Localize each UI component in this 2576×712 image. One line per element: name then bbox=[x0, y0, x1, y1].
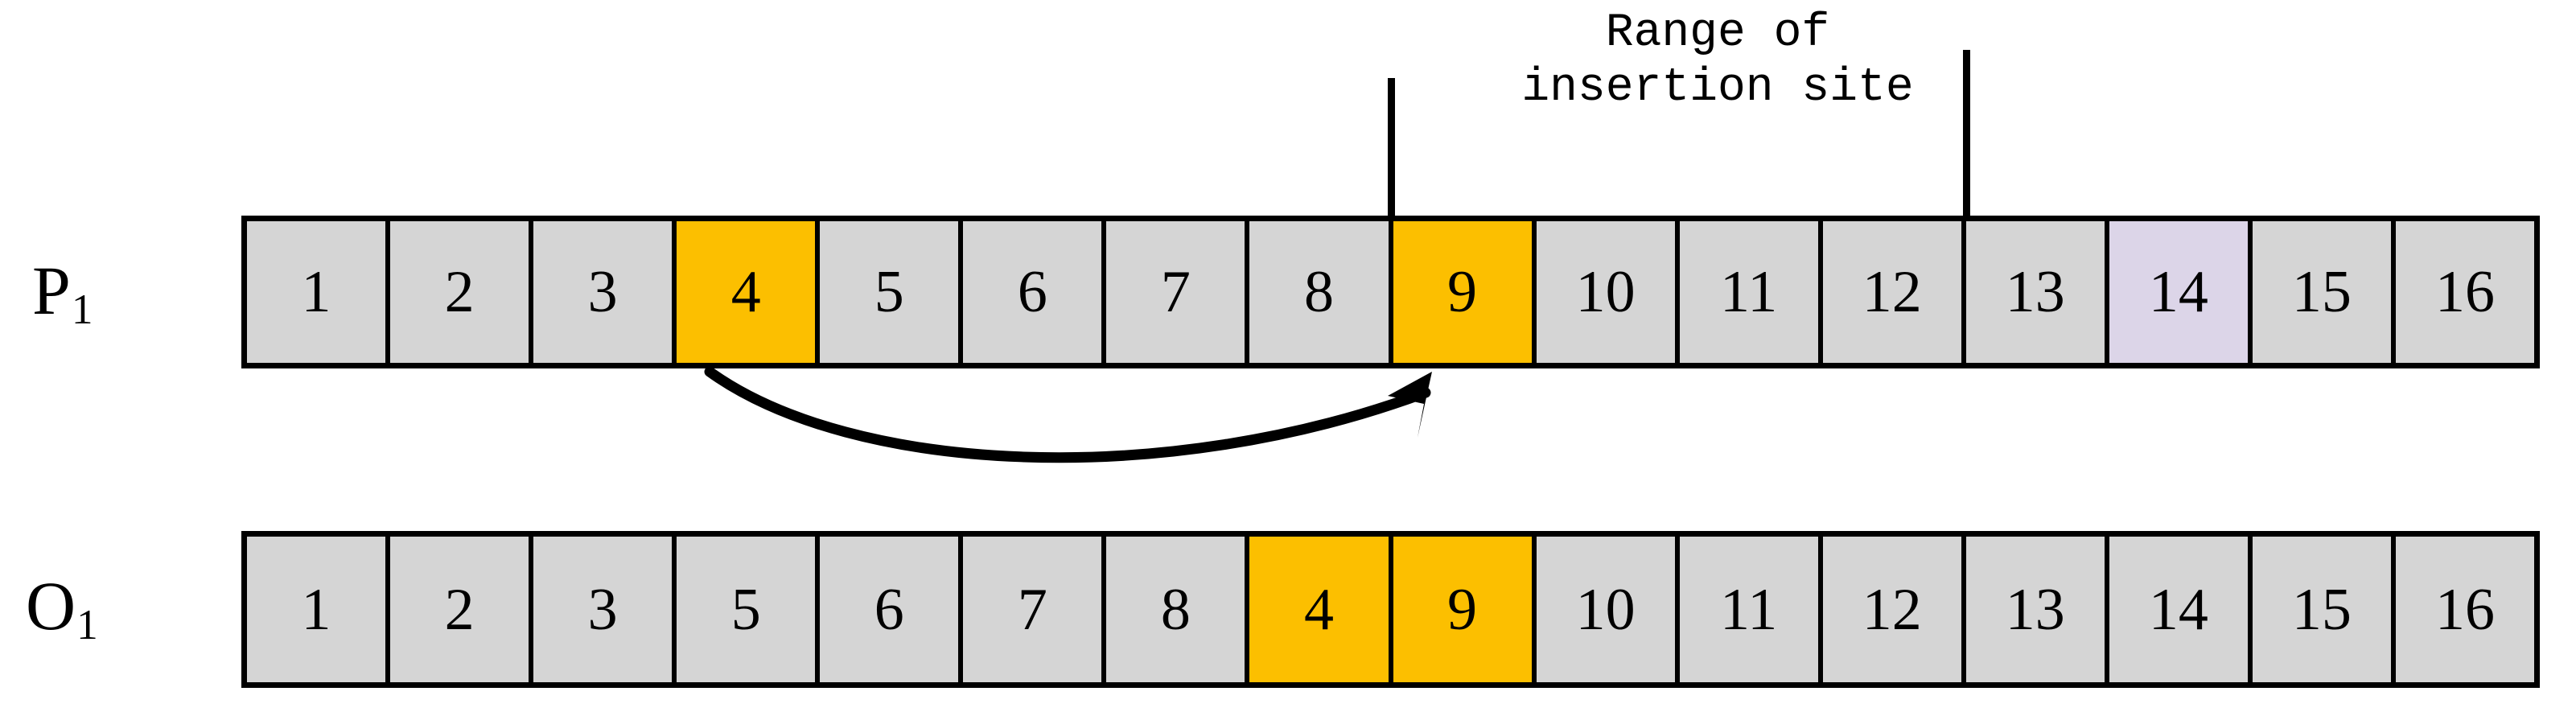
row-label-o1-main: O bbox=[26, 567, 76, 644]
row-label-p1: P1 bbox=[32, 256, 93, 330]
cell-o1-3[interactable]: 3 bbox=[533, 537, 677, 682]
cell-p1-2[interactable]: 2 bbox=[390, 221, 534, 363]
cell-o1-10[interactable]: 10 bbox=[1536, 537, 1680, 682]
cell-o1-11[interactable]: 11 bbox=[1679, 537, 1823, 682]
cell-o1-6[interactable]: 7 bbox=[963, 537, 1107, 682]
sequence-row-p1: 1 2 3 4 5 6 7 8 9 10 11 12 13 14 15 16 bbox=[241, 216, 2540, 368]
cell-o1-14[interactable]: 14 bbox=[2109, 537, 2253, 682]
cell-p1-4[interactable]: 4 bbox=[677, 221, 821, 363]
cell-p1-16[interactable]: 16 bbox=[2395, 221, 2534, 363]
cell-o1-2[interactable]: 2 bbox=[390, 537, 534, 682]
cell-o1-4[interactable]: 5 bbox=[677, 537, 821, 682]
cell-p1-9[interactable]: 9 bbox=[1393, 221, 1537, 363]
cell-p1-15[interactable]: 15 bbox=[2252, 221, 2396, 363]
cell-o1-8[interactable]: 4 bbox=[1249, 537, 1393, 682]
cell-p1-11[interactable]: 11 bbox=[1679, 221, 1823, 363]
cell-o1-12[interactable]: 12 bbox=[1822, 537, 1966, 682]
cell-o1-7[interactable]: 8 bbox=[1106, 537, 1250, 682]
arrow-head bbox=[1388, 372, 1432, 438]
cell-p1-8[interactable]: 8 bbox=[1249, 221, 1393, 363]
range-of-insertion-site-label: Range of insertion site bbox=[1521, 7, 1914, 115]
sequence-row-o1: 1 2 3 5 6 7 8 4 9 10 11 12 13 14 15 16 bbox=[241, 531, 2540, 688]
cell-o1-9[interactable]: 9 bbox=[1393, 537, 1537, 682]
range-end-tick bbox=[1963, 50, 1970, 220]
cell-o1-1[interactable]: 1 bbox=[247, 537, 391, 682]
insertion-move-arrow bbox=[704, 366, 1432, 463]
cell-o1-15[interactable]: 15 bbox=[2252, 537, 2396, 682]
cell-p1-5[interactable]: 5 bbox=[820, 221, 964, 363]
row-label-p1-main: P bbox=[32, 252, 71, 329]
cell-p1-13[interactable]: 13 bbox=[1965, 221, 2109, 363]
cell-p1-7[interactable]: 7 bbox=[1106, 221, 1250, 363]
row-label-o1: O1 bbox=[26, 571, 98, 645]
cell-o1-13[interactable]: 13 bbox=[1965, 537, 2109, 682]
cell-o1-16[interactable]: 16 bbox=[2395, 537, 2534, 682]
range-start-tick bbox=[1388, 78, 1395, 220]
row-label-o1-subscript: 1 bbox=[76, 599, 98, 648]
arrow-curve-path bbox=[704, 366, 1431, 463]
cell-p1-6[interactable]: 6 bbox=[963, 221, 1107, 363]
cell-p1-12[interactable]: 12 bbox=[1822, 221, 1966, 363]
cell-p1-3[interactable]: 3 bbox=[533, 221, 677, 363]
cell-o1-5[interactable]: 6 bbox=[820, 537, 964, 682]
cell-p1-14[interactable]: 14 bbox=[2109, 221, 2253, 363]
cell-p1-10[interactable]: 10 bbox=[1536, 221, 1680, 363]
cell-p1-1[interactable]: 1 bbox=[247, 221, 391, 363]
row-label-p1-subscript: 1 bbox=[71, 284, 93, 333]
